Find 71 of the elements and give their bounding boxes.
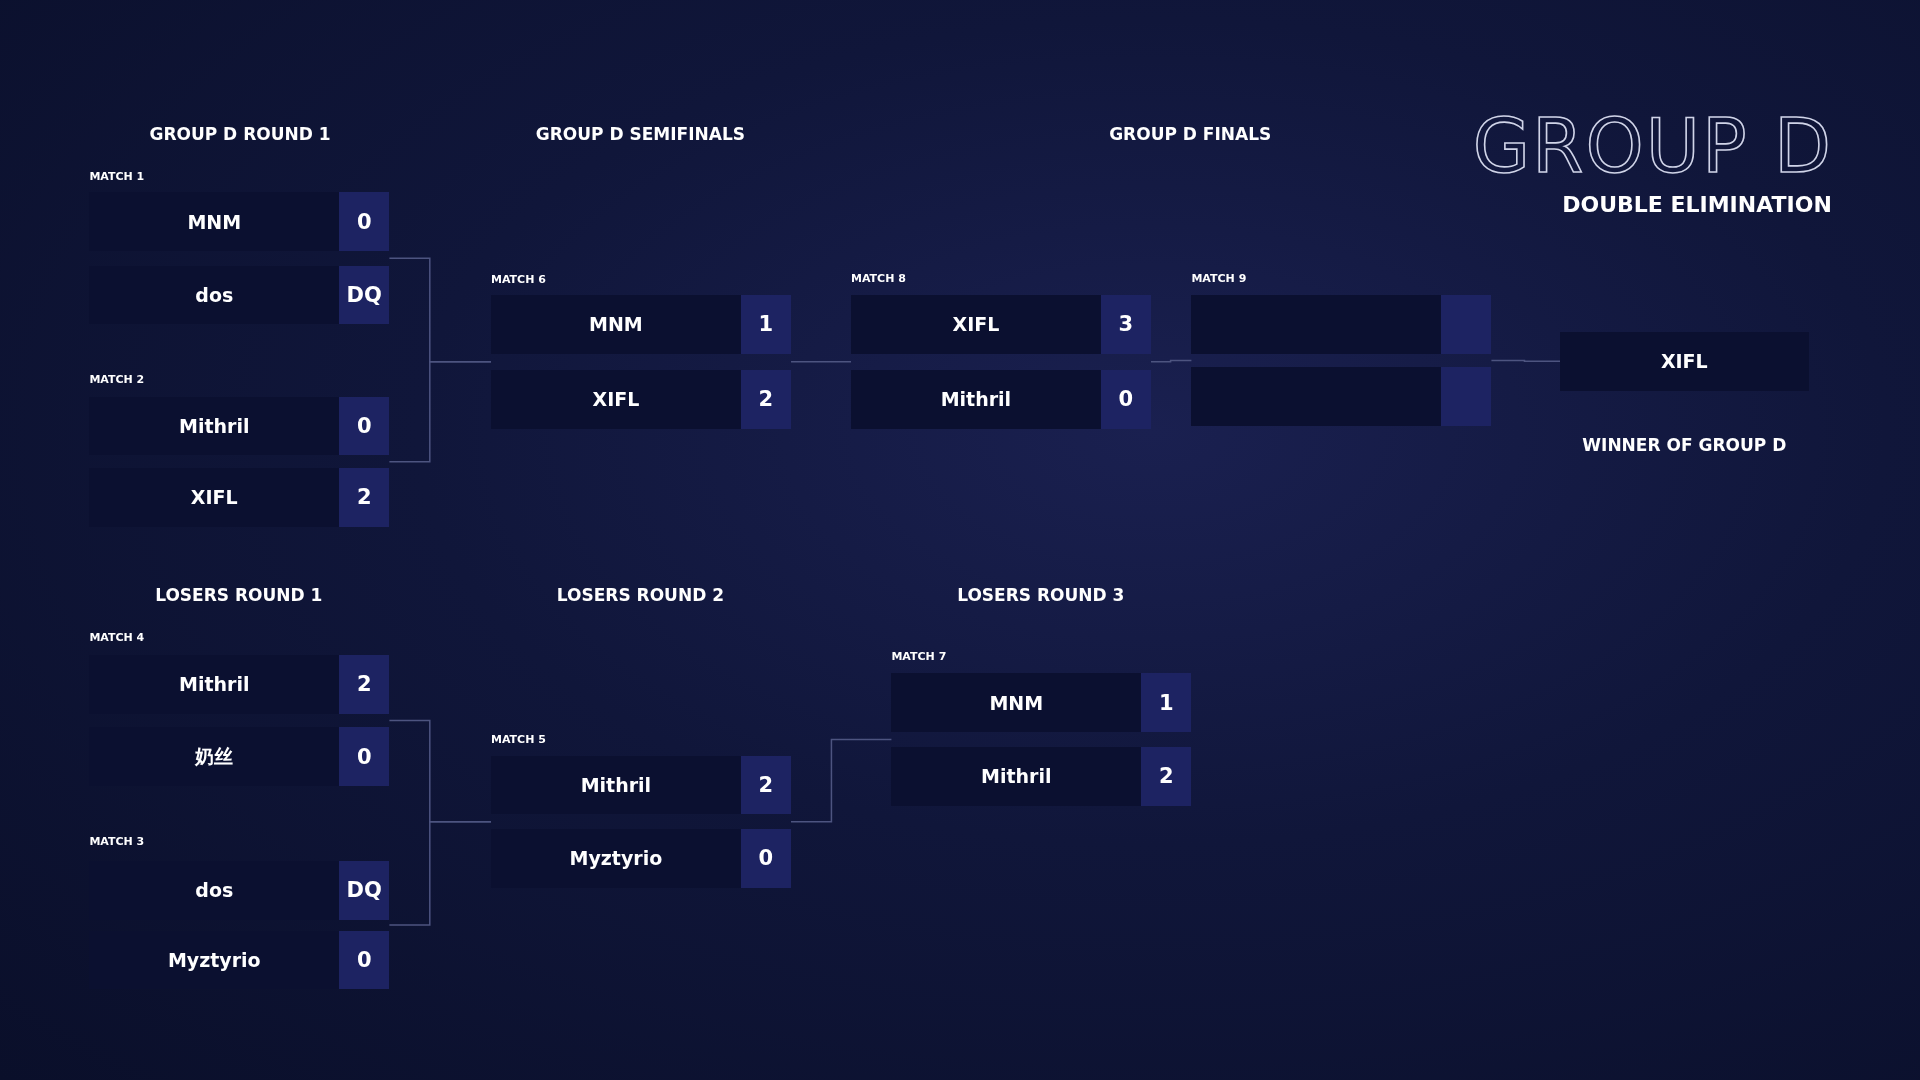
bracket-line [1490, 359, 1561, 362]
match-label: MATCH 5 [491, 733, 546, 747]
match-label: MATCH 2 [89, 373, 145, 387]
team-name: XIFL [190, 486, 238, 509]
score-box: 0 [1100, 369, 1151, 429]
team-row [851, 295, 1151, 354]
score-box: 0 [740, 828, 791, 888]
team-row [89, 467, 390, 527]
team-name: Mithril [580, 773, 652, 796]
score-box: 2 [339, 467, 390, 527]
match-label: MATCH 4 [89, 630, 145, 644]
team-row [89, 396, 390, 456]
team-name: Mithril [940, 388, 1012, 411]
round-heading: LOSERS ROUND 1 [155, 585, 323, 606]
score-box: 2 [1141, 746, 1192, 806]
team-name: MNM [187, 210, 242, 233]
round-heading: GROUP D FINALS [1109, 123, 1272, 144]
bracket-line [388, 820, 492, 926]
bracket-line [790, 361, 852, 363]
team-name: Myztyrio [167, 948, 261, 971]
team-row [491, 828, 791, 888]
score-box: DQ [339, 265, 390, 325]
team-name: MNM [989, 691, 1044, 714]
match-label: MATCH 7 [891, 650, 947, 664]
score-box: 0 [339, 396, 390, 456]
team-name: Myztyrio [569, 847, 663, 870]
team-row [89, 265, 390, 325]
team-row [89, 192, 390, 251]
match-label: MATCH 3 [89, 835, 145, 849]
team-name: Mithril [981, 765, 1052, 788]
team-name: dos [195, 284, 234, 307]
score-box: 1 [1141, 673, 1192, 733]
bracket-line [1150, 359, 1193, 363]
match-label: MATCH 6 [491, 273, 546, 287]
round-heading: GROUP D SEMIFINALS [535, 123, 745, 144]
score-box: 2 [740, 755, 791, 815]
team-row [851, 369, 1151, 429]
score-box: 2 [339, 655, 390, 714]
score-box: 1 [740, 295, 791, 354]
team-name: Mithril [179, 673, 250, 696]
match-label: MATCH 8 [851, 271, 906, 285]
score-box: 0 [339, 192, 390, 251]
score-box: 0 [339, 930, 390, 990]
round-heading: GROUP D ROUND 1 [149, 123, 331, 144]
team-name: dos [195, 879, 234, 902]
winner-box: XIFL [1560, 331, 1809, 391]
bracket-line [388, 361, 492, 463]
team-name: XIFL [952, 313, 1000, 336]
team-name: MNM [589, 313, 643, 336]
empty-row [1191, 367, 1492, 427]
team-name: 奶丝 [195, 743, 234, 769]
winner-caption: WINNER OF GROUP D [1582, 434, 1787, 455]
round-heading: LOSERS ROUND 3 [957, 585, 1125, 606]
match-label: MATCH 9 [1191, 271, 1247, 285]
team-row [491, 295, 791, 354]
score-box: 3 [1100, 295, 1151, 354]
match-label: MATCH 1 [89, 170, 145, 184]
team-row [891, 746, 1192, 806]
empty-row [1191, 295, 1492, 354]
team-row [491, 369, 791, 429]
team-row [891, 673, 1192, 733]
round-heading: LOSERS ROUND 2 [556, 585, 724, 606]
score-box: DQ [339, 860, 390, 920]
subtitle: DOUBLE ELIMINATION [1562, 192, 1832, 218]
team-row [491, 755, 791, 815]
score-box: 0 [339, 727, 390, 787]
score-box: 2 [740, 369, 791, 429]
team-name: Mithril [179, 415, 250, 438]
team-name: XIFL [592, 388, 640, 411]
group-title: GROUP D [1472, 102, 1834, 189]
bracket-line [790, 738, 893, 823]
